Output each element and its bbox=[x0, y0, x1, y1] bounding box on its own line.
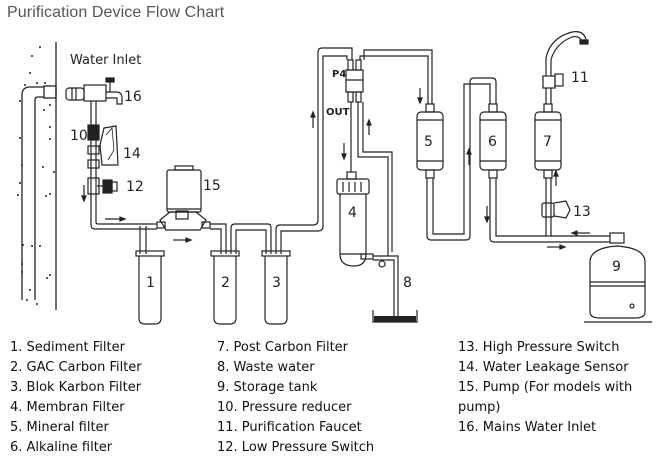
flow-arrows bbox=[81, 88, 590, 250]
legend-item: 8. Waste water bbox=[217, 360, 315, 375]
legend-item: 16. Mains Water Inlet bbox=[458, 420, 597, 435]
label-13: 13 bbox=[573, 204, 591, 220]
alkaline-filter bbox=[479, 103, 507, 179]
label-p4: P4 bbox=[332, 69, 346, 80]
label-12: 12 bbox=[126, 179, 144, 195]
water-inlet-label: Water Inlet bbox=[70, 53, 141, 68]
p4-fitting bbox=[345, 59, 364, 103]
page-title: Purification Device Flow Chart bbox=[7, 4, 225, 21]
label-7: 7 bbox=[543, 134, 552, 150]
label-3: 3 bbox=[272, 275, 281, 291]
inlet-sleeve bbox=[43, 85, 57, 99]
label-8: 8 bbox=[403, 275, 412, 291]
inlet-pipe-inner bbox=[34, 96, 44, 300]
legend-item: 13. High Pressure Switch bbox=[458, 340, 620, 355]
low-pressure-switch bbox=[87, 177, 118, 195]
legend-item: 9. Storage tank bbox=[217, 380, 318, 395]
legend-column-2: 7. Post Carbon Filter 8. Waste water 9. … bbox=[217, 338, 374, 458]
inlet-pipe-outer bbox=[21, 86, 44, 300]
label-10: 10 bbox=[70, 128, 88, 144]
legend-item: 6. Alkaline filter bbox=[10, 440, 113, 455]
label-14: 14 bbox=[123, 146, 141, 162]
label-1: 1 bbox=[146, 275, 155, 291]
label-out: OUT bbox=[326, 107, 350, 118]
wall-speckles bbox=[17, 46, 55, 305]
legend-item: 11. Purification Faucet bbox=[217, 420, 362, 435]
pump bbox=[156, 165, 211, 231]
legend-item: 14. Water Leakage Sensor bbox=[458, 360, 629, 375]
legend-column-3: 13. High Pressure Switch 14. Water Leaka… bbox=[458, 338, 632, 438]
mains-water-inlet-valve bbox=[65, 77, 123, 105]
pressure-reducer bbox=[87, 124, 100, 141]
legend-item: 4. Membran Filter bbox=[10, 400, 125, 415]
legend-item: 15. Pump (For models with bbox=[458, 380, 633, 395]
label-2: 2 bbox=[221, 275, 230, 291]
legend-item: 10. Pressure reducer bbox=[217, 400, 352, 415]
label-11: 11 bbox=[571, 70, 589, 86]
legend-item: pump) bbox=[458, 400, 501, 415]
gac-carbon-filter bbox=[210, 250, 240, 325]
legend-item: 1. Sediment Filter bbox=[10, 340, 125, 355]
membrane-filter bbox=[336, 171, 386, 268]
legend-item: 7. Post Carbon Filter bbox=[217, 340, 349, 355]
block-carbon-filter bbox=[261, 250, 291, 325]
label-5: 5 bbox=[424, 134, 433, 150]
label-6: 6 bbox=[488, 134, 497, 150]
legend-item: 3. Blok Karbon Filter bbox=[10, 380, 142, 395]
legend-item: 2. GAC Carbon Filter bbox=[10, 360, 142, 375]
legend-item: 5. Mineral filter bbox=[10, 420, 109, 435]
storage-tank bbox=[584, 232, 652, 323]
sediment-filter bbox=[135, 250, 165, 325]
purification-faucet bbox=[542, 31, 589, 104]
label-16: 16 bbox=[124, 89, 142, 105]
label-15: 15 bbox=[203, 178, 221, 194]
mineral-filter bbox=[416, 103, 444, 179]
legend-column-1: 1. Sediment Filter 2. GAC Carbon Filter … bbox=[10, 338, 142, 458]
high-pressure-switch bbox=[541, 200, 571, 219]
water-leakage-sensor bbox=[87, 125, 119, 169]
post-carbon-filter bbox=[534, 103, 562, 179]
legend-item: 12. Low Pressure Switch bbox=[217, 440, 375, 455]
label-9: 9 bbox=[612, 259, 621, 275]
label-4: 4 bbox=[348, 205, 357, 221]
flow-diagram: Water Inlet bbox=[17, 31, 652, 325]
